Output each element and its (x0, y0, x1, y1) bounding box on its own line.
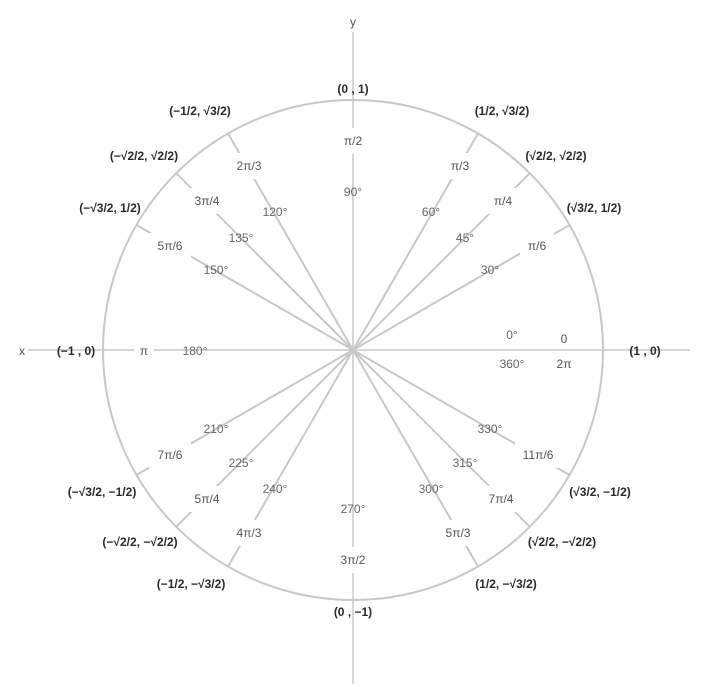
coord-label-0: (1 , 0) (629, 344, 660, 358)
coord-label-270: (0 , −1) (334, 605, 372, 619)
degree-label-225: 225° (229, 456, 254, 470)
degree-label-120: 120° (263, 205, 288, 219)
radian-label-45: π/4 (494, 194, 513, 208)
degree-label-45: 45° (456, 231, 474, 245)
radian-label-210: 7π/6 (158, 448, 183, 462)
coord-label-240: (−1/2, −√3/2) (157, 577, 226, 591)
degree-label-210: 210° (204, 422, 229, 436)
radian-label-225: 5π/4 (195, 492, 220, 506)
coord-label-90: (0 , 1) (337, 82, 368, 96)
radian-label-120: 2π/3 (237, 159, 262, 173)
unit-circle (102, 99, 604, 601)
x-axis-label: x (19, 344, 25, 358)
coord-label-120: (−1/2, √3/2) (169, 104, 231, 118)
degree-label-30: 30° (481, 263, 499, 277)
coord-label-300: (1/2, −√3/2) (475, 577, 537, 591)
coord-label-210: (−√3/2, −1/2) (68, 485, 137, 499)
degree-label-60: 60° (422, 205, 440, 219)
radian-label-315: 7π/4 (489, 492, 514, 506)
radian-label-90: π/2 (344, 134, 363, 148)
radian-label-60: π/3 (451, 159, 470, 173)
coord-label-45: (√2/2, √2/2) (525, 149, 586, 163)
radian-label-240: 4π/3 (237, 526, 262, 540)
coord-label-180: (−1 , 0) (57, 344, 95, 358)
degree-label-180: 180° (183, 344, 208, 358)
degree-label-315: 315° (453, 456, 478, 470)
degree-label-270: 270° (341, 502, 366, 516)
radian-label-0: 0 (561, 332, 568, 346)
radian-label-180: π (140, 344, 148, 358)
coord-label-225: (−√2/2, −√2/2) (102, 535, 177, 549)
radian-label-2pi: 2π (557, 357, 572, 371)
coord-label-60: (1/2, √3/2) (475, 104, 530, 118)
coord-label-315: (√2/2, −√2/2) (528, 535, 596, 549)
radian-label-270: 3π/2 (341, 553, 366, 567)
coord-label-135: (−√2/2, √2/2) (110, 149, 178, 163)
degree-label-300: 300° (419, 482, 444, 496)
coord-label-150: (−√3/2, 1/2) (79, 201, 141, 215)
degree-label-240: 240° (263, 482, 288, 496)
degree-label-0: 0° (506, 328, 518, 342)
degree-label-330: 330° (478, 422, 503, 436)
radian-label-150: 5π/6 (158, 239, 183, 253)
degree-label-150: 150° (204, 263, 229, 277)
y-axis-label: y (350, 15, 356, 29)
coord-label-330: (√3/2, −1/2) (569, 485, 631, 499)
coord-label-30: (√3/2, 1/2) (567, 201, 622, 215)
degree-label-360: 360° (500, 357, 525, 371)
radian-label-330: 11π/6 (523, 448, 554, 462)
radian-label-135: 3π/4 (195, 194, 220, 208)
degree-label-135: 135° (229, 231, 254, 245)
degree-label-90: 90° (344, 185, 362, 199)
radian-label-300: 5π/3 (446, 526, 471, 540)
radian-label-30: π/6 (528, 239, 547, 253)
